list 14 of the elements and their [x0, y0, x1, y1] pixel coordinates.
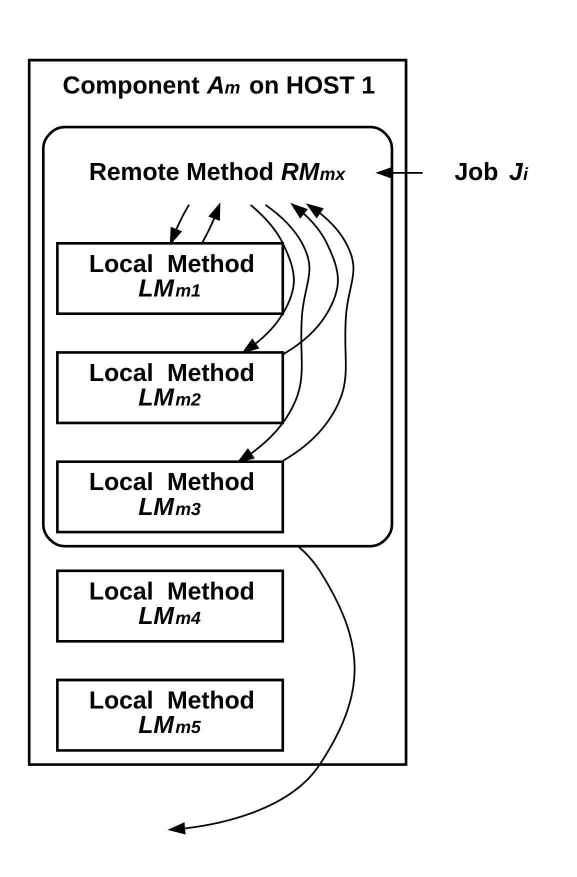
arrow [282, 202, 339, 355]
arrow [168, 546, 356, 835]
arrow [170, 204, 190, 246]
node-box: Local Method LMm3 [56, 460, 284, 534]
arrow [375, 166, 423, 179]
node-box: Local Method LMm4 [56, 570, 284, 643]
node-text: Job Ji [454, 158, 528, 186]
arrow [201, 202, 220, 244]
node-box: Local Method LMm2 [56, 351, 284, 424]
node-box: Local Method LMm5 [56, 678, 284, 752]
arrow [281, 203, 354, 462]
arrow [236, 204, 310, 463]
arrow [242, 204, 295, 354]
node-box: Local Method LMm1 [56, 242, 284, 316]
